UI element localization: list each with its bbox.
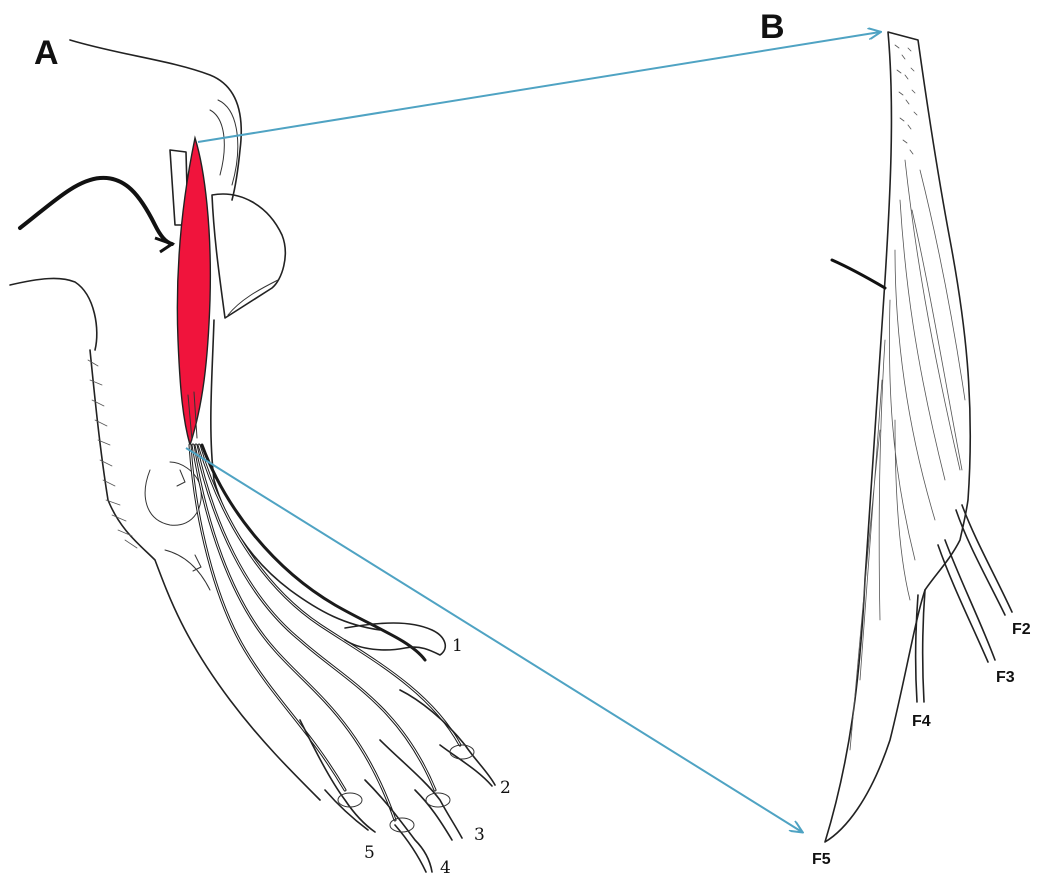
tendon-f2 xyxy=(962,505,1012,612)
digit-3 xyxy=(380,740,462,840)
digit-label-4: 4 xyxy=(440,858,451,878)
forearm-outline-right xyxy=(211,320,380,630)
muscle-nerve xyxy=(832,260,885,288)
digit-label-3: 3 xyxy=(474,825,485,845)
tendon-label-f5: F5 xyxy=(812,851,831,868)
digit-4-pad xyxy=(390,818,414,832)
tendon-label-f4: F4 xyxy=(912,713,931,730)
body-outline xyxy=(70,40,241,200)
digit-label-5: 5 xyxy=(364,843,375,863)
nerve-branch xyxy=(155,238,172,252)
digit-4 xyxy=(365,780,432,872)
panel-a-forelimb: 1 2 3 4 5 xyxy=(10,40,511,878)
carpus-line xyxy=(165,550,210,590)
tendon-f4 xyxy=(923,590,925,702)
digits xyxy=(300,623,495,872)
arrow-origin xyxy=(198,32,880,142)
forearm-outline-left xyxy=(90,350,320,800)
tendon-f4-inner xyxy=(916,595,918,702)
tendon-f3 xyxy=(945,540,995,660)
elbow-block xyxy=(212,194,285,318)
scapula-curl xyxy=(210,100,238,185)
flexor-muscle-highlight xyxy=(177,138,210,445)
digit-label-2: 2 xyxy=(500,778,511,798)
panel-b-muscle: F2 F3 F4 F5 xyxy=(812,32,1031,868)
tendon-label-f2: F2 xyxy=(1012,621,1031,638)
arrow-insertion xyxy=(186,448,802,832)
muscle-origin-stipple xyxy=(895,45,917,154)
fur-hatching xyxy=(88,360,137,548)
tendon-label-f3: F3 xyxy=(996,669,1015,686)
shoulder-outline xyxy=(10,278,97,350)
panel-label-a: A xyxy=(34,34,59,72)
nerve xyxy=(20,178,172,244)
muscle-outline xyxy=(825,32,970,842)
digit-label-1: 1 xyxy=(452,636,463,656)
tendon-bundle xyxy=(190,445,460,820)
digit-5-pad xyxy=(338,793,362,807)
elbow-mark-2 xyxy=(193,555,201,571)
elbow-edge xyxy=(228,280,278,315)
elbow-mark-1 xyxy=(177,470,185,486)
panel-label-b: B xyxy=(760,8,785,46)
digit-3-pad xyxy=(426,793,450,807)
